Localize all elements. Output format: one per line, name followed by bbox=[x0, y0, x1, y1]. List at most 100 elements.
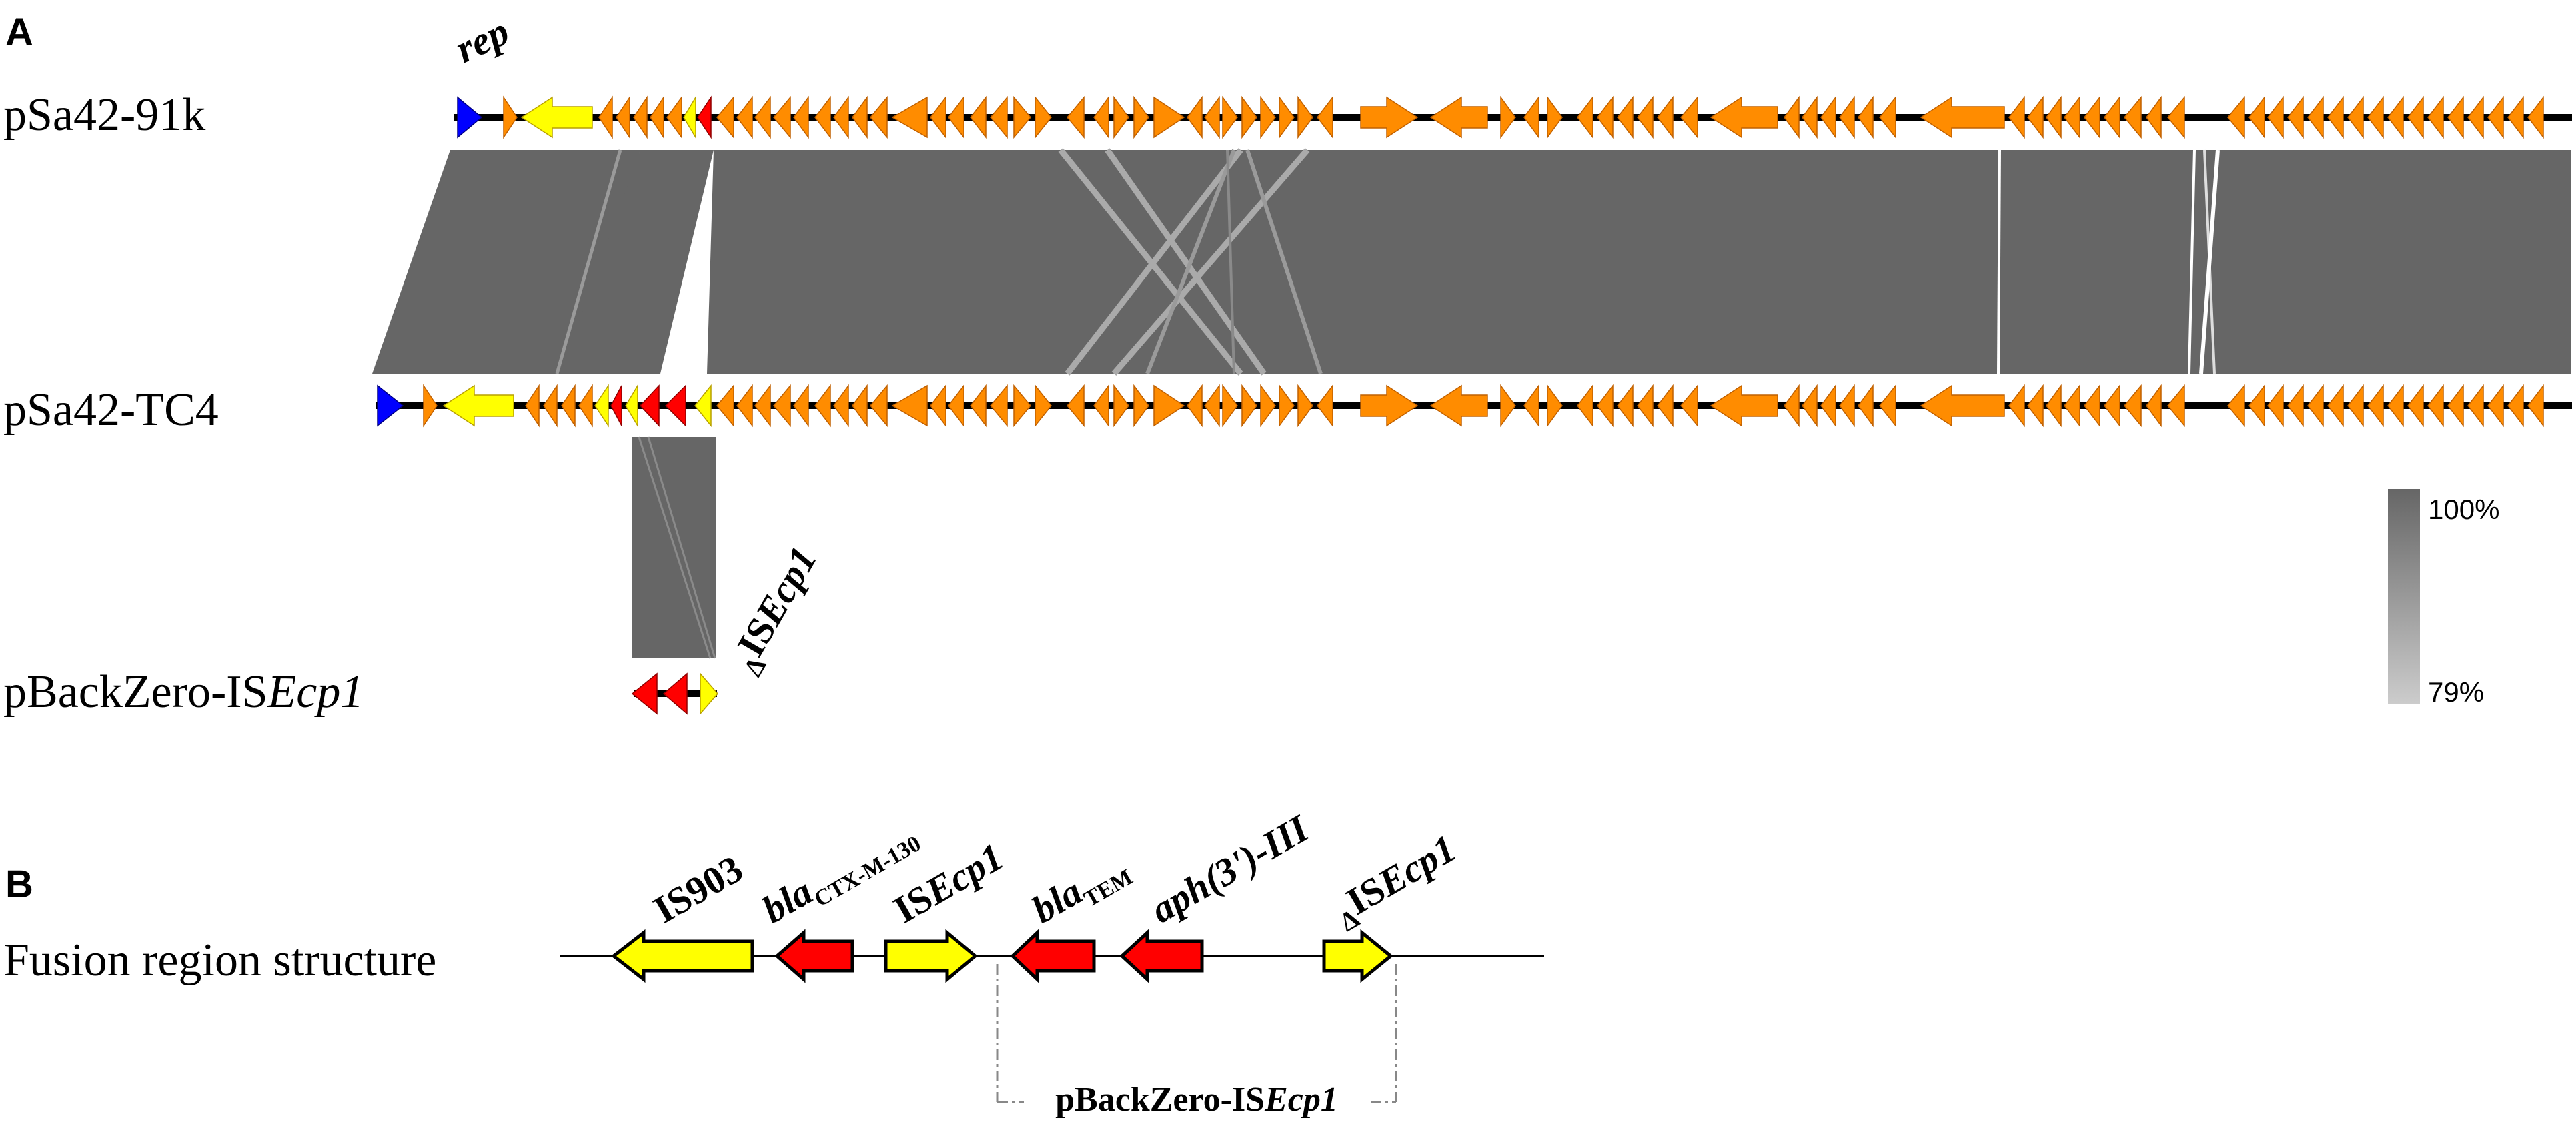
psa42-91k-gene-arrow bbox=[503, 95, 518, 139]
psa42-tc4-gene-arrow bbox=[1204, 384, 1220, 428]
psa42-tc4-gene-arrow bbox=[423, 384, 438, 428]
pbackzero-bracket-label: pBackZero-ISEcp1 bbox=[1055, 1081, 1338, 1119]
psa42-91k-gene-arrow bbox=[520, 96, 593, 139]
psa42-tc4-gene-arrow bbox=[2467, 384, 2484, 428]
psa42-tc4-gene-arrow bbox=[2507, 384, 2524, 428]
psa42-tc4-gene-arrow bbox=[1260, 384, 1276, 428]
psa42-91k-gene-arrow bbox=[1500, 95, 1516, 139]
psa42-tc4-gene-arrow bbox=[852, 384, 868, 428]
delta-isecp1-gene-arrow bbox=[1322, 929, 1393, 983]
psa42-91k-gene-arrow bbox=[990, 95, 1008, 139]
psa42-91k-gene-arrow bbox=[1577, 95, 1593, 139]
psa42-91k-gene-arrow bbox=[2487, 95, 2504, 139]
psa42-91k-gene-arrow bbox=[2027, 95, 2044, 139]
psa42-tc4-gene-arrow bbox=[639, 384, 660, 427]
psa42-91k-gene-arrow bbox=[1710, 96, 1778, 139]
psa42-91k-gene-arrow bbox=[1241, 95, 1257, 139]
psa42-91k-gene-arrow bbox=[2507, 95, 2524, 139]
psa42-tc4-gene-arrow bbox=[664, 384, 686, 427]
psa42-tc4-gene-arrow bbox=[2064, 384, 2080, 428]
delta-isecp1-label-b: ΔISEcp1 bbox=[1325, 826, 1467, 937]
homology-block-is903-region bbox=[560, 150, 714, 374]
homology-block-main bbox=[707, 150, 2571, 374]
psa42-tc4-gene-arrow bbox=[1241, 384, 1257, 428]
psa42-tc4-gene-arrow bbox=[2447, 384, 2464, 428]
psa42-tc4-gene-arrow bbox=[1500, 384, 1516, 428]
psa42-91k-gene-arrow bbox=[1429, 96, 1488, 139]
psa42-91k-gene-arrow bbox=[891, 96, 928, 139]
psa42-91k-gene-arrow bbox=[633, 95, 648, 139]
rep-gene-label: rep bbox=[449, 9, 516, 71]
psa42-tc4-gene-arrow bbox=[930, 384, 946, 428]
psa42-tc4-gene-arrow bbox=[578, 384, 593, 428]
inverted-homology-line bbox=[1145, 149, 1236, 375]
psa42-91k-gene-arrow bbox=[1133, 95, 1149, 139]
psa42-tc4-gene-arrow bbox=[1617, 384, 1634, 428]
psa42-tc4-gene-arrow bbox=[870, 384, 888, 428]
psa42-tc4-gene-arrow bbox=[814, 384, 831, 428]
homology-gap-line bbox=[2188, 149, 2196, 374]
psa42-91k-gene-arrow bbox=[1820, 95, 1836, 139]
psa42-91k-gene-arrow bbox=[2167, 95, 2185, 139]
psa42-91k-gene-arrow bbox=[870, 95, 888, 139]
aph-gene-arrow bbox=[1119, 929, 1204, 983]
psa42-tc4-gene-arrow bbox=[2084, 384, 2100, 428]
psa42-tc4-gene-arrow bbox=[736, 384, 753, 428]
psa42-tc4-gene-arrow bbox=[2407, 384, 2424, 428]
psa42-tc4-gene-arrow bbox=[2347, 384, 2364, 428]
psa42-91k-gene-arrow bbox=[1153, 96, 1185, 139]
psa42-91k-gene-arrow bbox=[2064, 95, 2080, 139]
psa42-tc4-gene-arrow bbox=[1577, 384, 1593, 428]
psa42-tc4-gene-arrow bbox=[594, 384, 609, 428]
track-label-psa42-91k: pSa42-91k bbox=[3, 89, 205, 141]
psa42-91k-gene-arrow bbox=[683, 95, 696, 139]
psa42-tc4-gene-arrow bbox=[2367, 384, 2384, 428]
inverted-homology-line bbox=[1226, 149, 1235, 374]
fusion-region-label: Fusion region structure bbox=[3, 935, 436, 986]
psa42-91k-gene-arrow bbox=[2046, 95, 2062, 139]
identity-scale-min: 79% bbox=[2428, 676, 2484, 708]
psa42-91k-gene-arrow bbox=[1067, 95, 1085, 139]
psa42-tc4-gene-arrow bbox=[1133, 384, 1149, 428]
psa42-91k-gene-arrow bbox=[2146, 95, 2162, 139]
pbackzero-gene-arrow bbox=[631, 672, 658, 715]
psa42-91k-gene-arrow bbox=[1839, 95, 1855, 139]
psa42-91k-gene-arrow bbox=[666, 95, 682, 139]
psa42-tc4-gene-arrow bbox=[1920, 384, 2005, 427]
psa42-tc4-gene-arrow bbox=[1784, 384, 1800, 428]
psa42-91k-gene-arrow bbox=[2248, 95, 2265, 139]
psa42-91k-gene-arrow bbox=[736, 95, 753, 139]
psa42-91k-gene-arrow bbox=[2267, 95, 2284, 139]
psa42-91k-gene-arrow bbox=[1523, 95, 1539, 139]
psa42-91k-gene-arrow bbox=[1360, 96, 1419, 139]
inverted-homology-line bbox=[1105, 148, 1267, 376]
psa42-tc4-gene-arrow bbox=[1360, 384, 1419, 427]
psa42-91k-gene-arrow bbox=[1279, 95, 1295, 139]
psa42-91k-gene-arrow bbox=[457, 96, 483, 139]
psa42-91k-gene-arrow bbox=[2287, 95, 2304, 139]
psa42-91k-gene-arrow bbox=[716, 95, 734, 139]
psa42-tc4-gene-arrow bbox=[716, 384, 734, 428]
psa42-91k-gene-arrow bbox=[1879, 95, 1896, 139]
inverted-homology-line bbox=[1065, 148, 1243, 376]
psa42-tc4-gene-arrow bbox=[561, 384, 576, 428]
psa42-tc4-gene-arrow bbox=[543, 384, 558, 428]
psa42-tc4-gene-arrow bbox=[2104, 384, 2120, 428]
psa42-91k-gene-arrow bbox=[1617, 95, 1634, 139]
psa42-tc4-gene-arrow bbox=[1279, 384, 1295, 428]
psa42-91k-gene-arrow bbox=[1680, 95, 1698, 139]
psa42-91k-gene-arrow bbox=[2387, 95, 2404, 139]
isecp1-gene-arrow bbox=[884, 929, 978, 983]
psa42-91k-gene-arrow bbox=[1317, 95, 1333, 139]
psa42-tc4-gene-arrow bbox=[2008, 384, 2025, 428]
psa42-tc4-gene-arrow bbox=[2248, 384, 2265, 428]
psa42-tc4-gene-arrow bbox=[610, 385, 622, 426]
homology-gap-line bbox=[638, 436, 712, 659]
is903-gene-arrow bbox=[610, 929, 754, 983]
pbackzero-gene-arrow bbox=[700, 672, 718, 716]
blatem-gene-arrow bbox=[1010, 929, 1096, 983]
psa42-91k-gene-arrow bbox=[2008, 95, 2025, 139]
psa42-91k-gene-arrow bbox=[1657, 95, 1674, 139]
psa42-tc4-gene-arrow bbox=[1297, 384, 1313, 428]
